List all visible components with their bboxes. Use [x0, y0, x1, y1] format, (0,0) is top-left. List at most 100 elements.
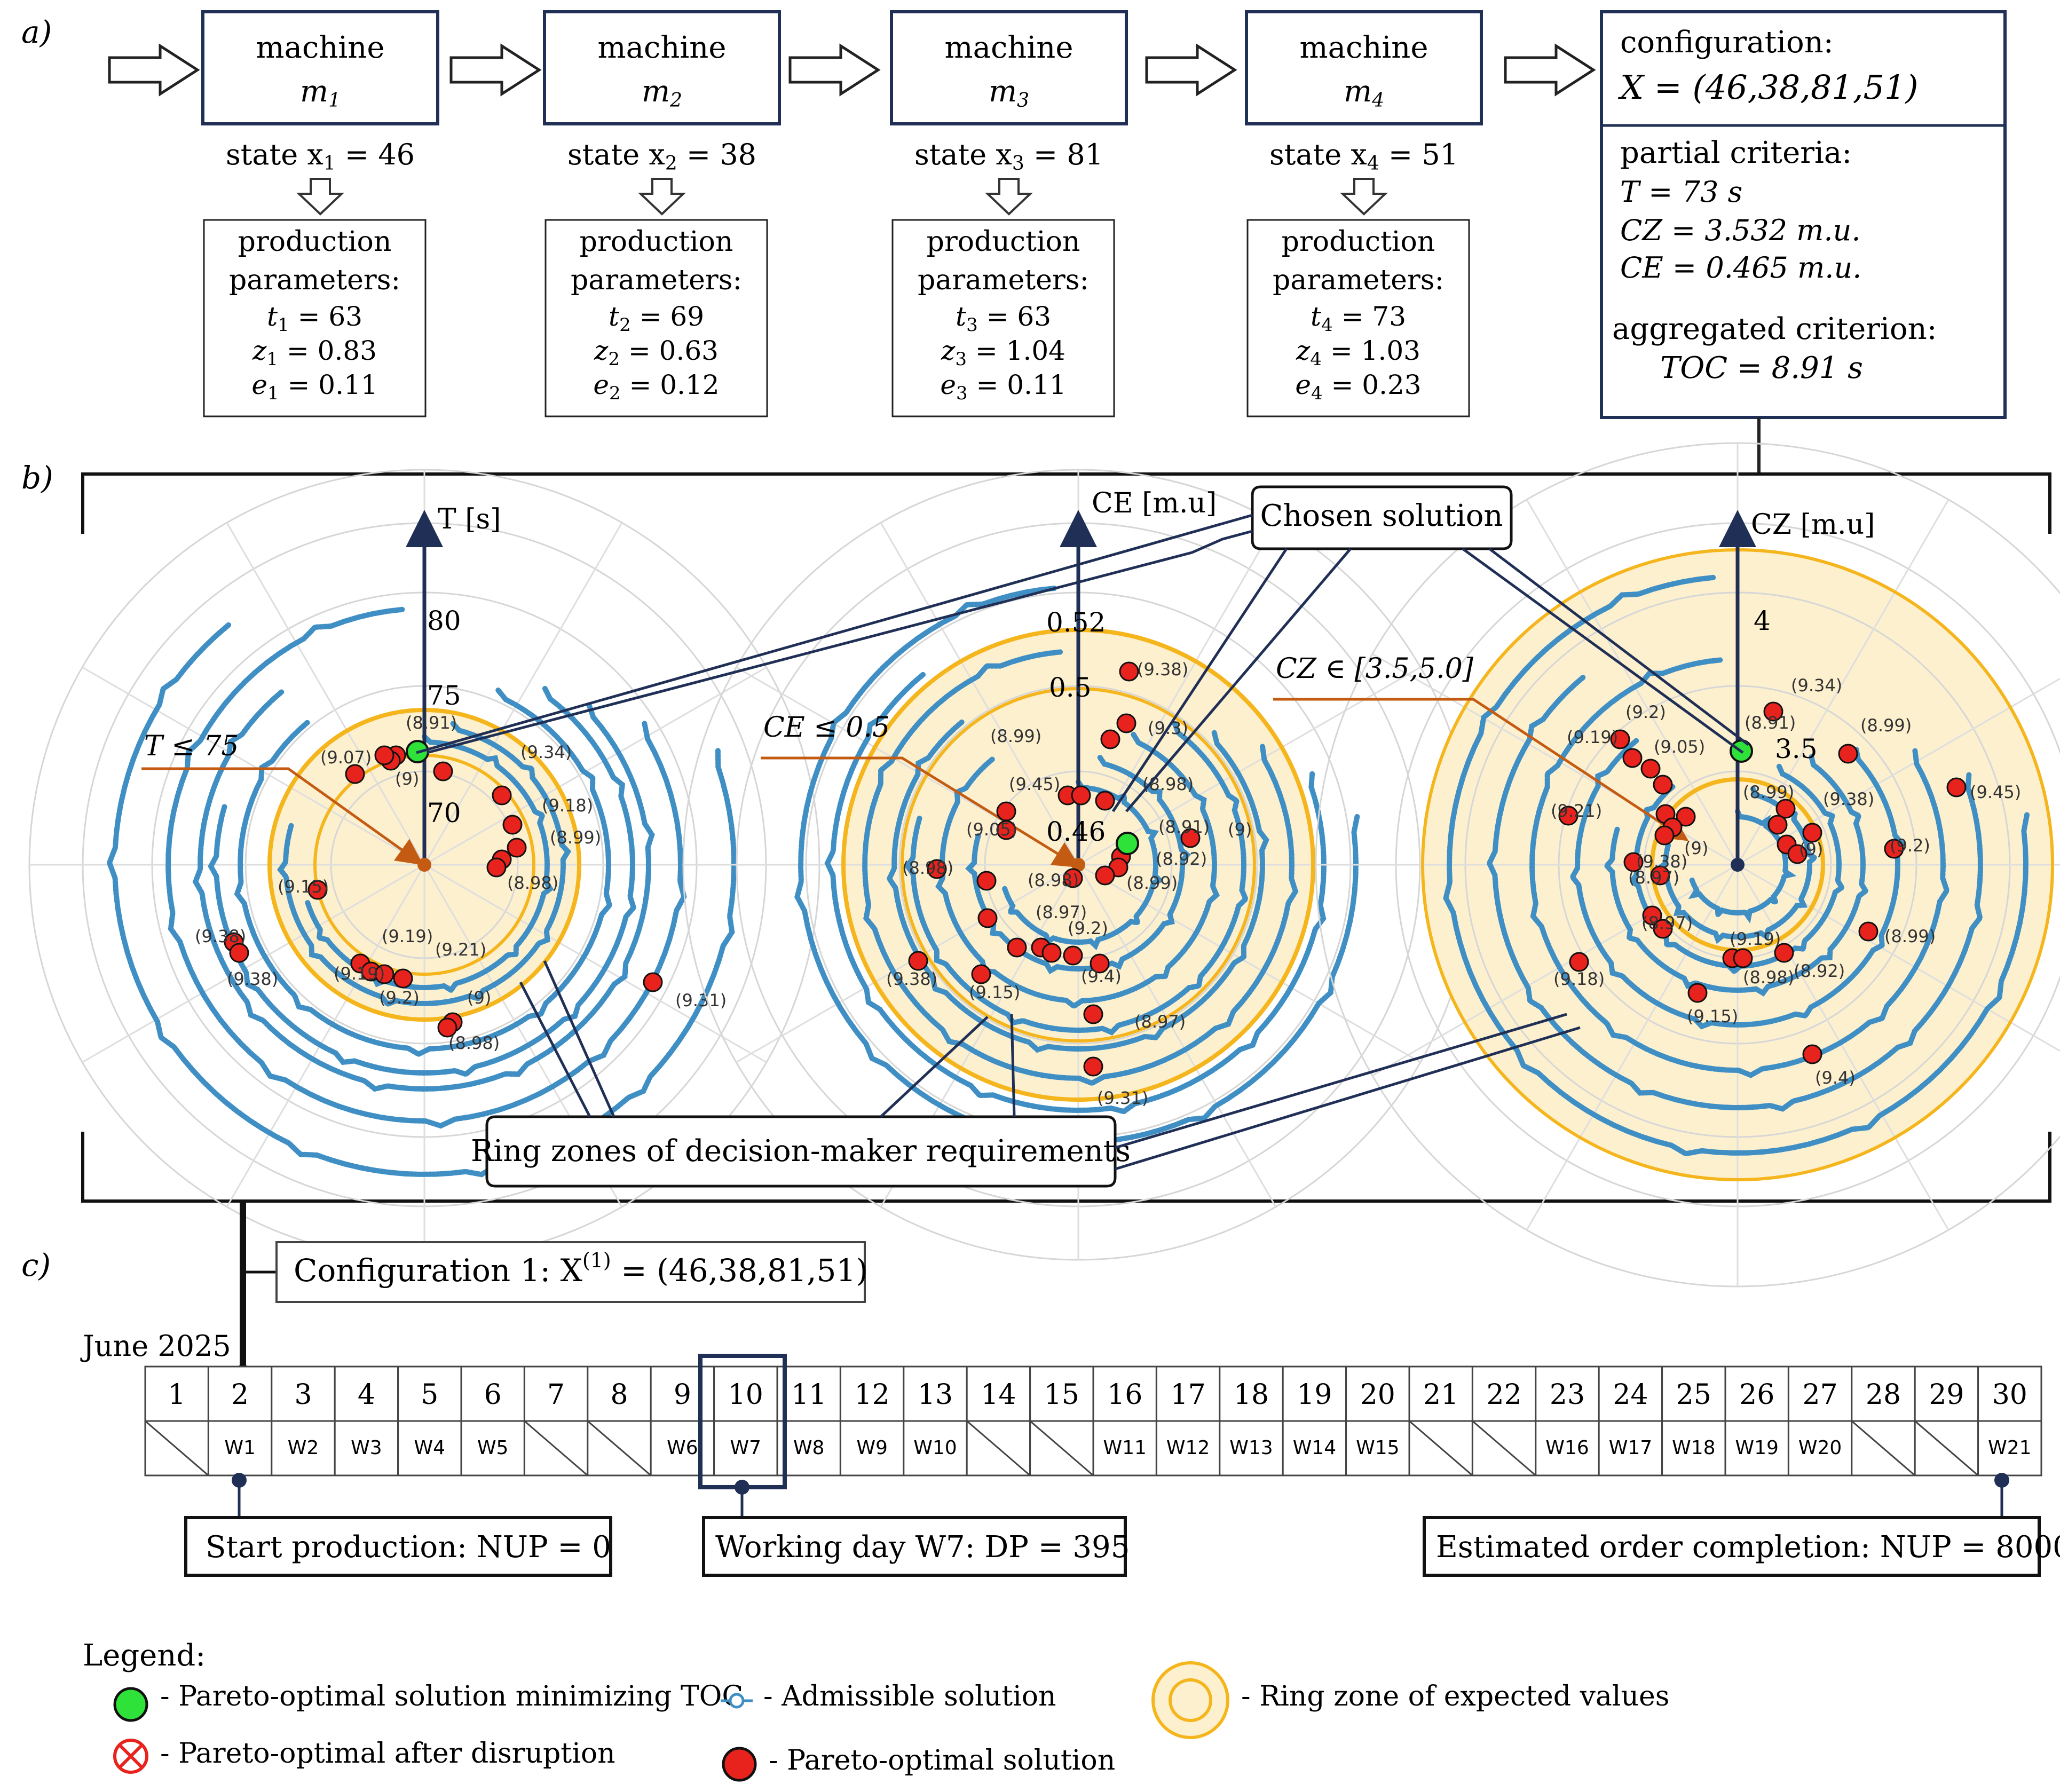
- polar-chart-3: CZ [m.u]43.5CZ ∈ [3.5,5.0](9.34)(9.2)(8.…: [1273, 442, 2060, 1288]
- pareto-point: [1802, 1044, 1822, 1064]
- production-subtitle: parameters:: [1273, 264, 1444, 296]
- workday-label: W15: [1356, 1437, 1399, 1459]
- down-arrow-icon: [637, 178, 686, 216]
- non-working-day-slash: [524, 1420, 588, 1477]
- pareto-point: [1095, 791, 1115, 811]
- production-param: t3 = 63: [956, 301, 1051, 336]
- pareto-label: (9.19): [1567, 727, 1618, 747]
- pareto-point: [1100, 729, 1120, 749]
- day-cell-6: 6W5: [460, 1365, 525, 1477]
- day-number: 11: [791, 1379, 826, 1411]
- pareto-label: (8.99): [1743, 782, 1794, 802]
- production-subtitle: parameters:: [229, 264, 400, 296]
- admissible-spiral: [904, 721, 1249, 1036]
- pareto-label: (8.91): [1158, 817, 1210, 837]
- pareto-label: (9.19): [334, 964, 385, 984]
- pareto-label: (9.15): [278, 877, 329, 897]
- workday-label: W12: [1166, 1437, 1210, 1459]
- legend-green-text: - Pareto-optimal solution minimizing TOC: [160, 1680, 743, 1712]
- tick-label: 0.52: [1046, 607, 1106, 638]
- down-arrow-icon: [984, 178, 1033, 216]
- production-subtitle: parameters:: [918, 264, 1089, 296]
- pareto-label: (9.15): [969, 982, 1020, 1002]
- day-number: 20: [1360, 1379, 1395, 1411]
- panel-b-bracket-top: [81, 472, 2051, 534]
- pareto-point: [307, 880, 328, 900]
- aggregated-title: aggregated criterion:: [1612, 312, 1937, 346]
- pareto-point: [502, 815, 523, 835]
- production-title: production: [580, 226, 733, 258]
- pareto-label: (9.2): [1068, 918, 1108, 938]
- admissible-spiral: [862, 649, 1299, 1086]
- pareto-label: (8.99): [990, 726, 1041, 746]
- pareto-point: [1071, 785, 1091, 806]
- production-param: e3 = 0.11: [940, 369, 1066, 404]
- admissible-spiral: [1529, 657, 1950, 1078]
- pareto-label: (8.98): [1743, 967, 1794, 988]
- pareto-point: [1858, 921, 1879, 942]
- pareto-point: [1116, 713, 1136, 733]
- config-label-sup: (1): [582, 1249, 611, 1272]
- legend-ring-icon: [1151, 1661, 1229, 1739]
- working-day-label: Working day W7: DP = 395: [715, 1530, 1130, 1565]
- pareto-label: (9.2): [1890, 835, 1930, 856]
- day-number: 30: [1992, 1379, 2027, 1411]
- pareto-point: [345, 764, 365, 784]
- pareto-label: (8.92): [1156, 849, 1207, 869]
- grid-spoke: [1526, 499, 1739, 865]
- workday-label: W5: [477, 1437, 509, 1459]
- day-cell-29: 29: [1914, 1365, 1979, 1477]
- pareto-label: (9.21): [435, 940, 486, 960]
- day-number: 15: [1044, 1379, 1079, 1411]
- config-label-text: Configuration 1: X: [294, 1252, 583, 1289]
- constraint-arrow: [761, 756, 1080, 868]
- admissible-spiral: [1486, 674, 1983, 1112]
- pareto-label: (8.92): [1794, 961, 1845, 981]
- machine-title: machine: [944, 30, 1073, 65]
- grid-spoke: [424, 666, 767, 866]
- pareto-point: [1119, 661, 1139, 682]
- pareto-label: (8.99): [1860, 715, 1912, 736]
- pareto-point: [374, 745, 394, 765]
- day-number: 5: [421, 1379, 438, 1411]
- pareto-label: (9): [1799, 839, 1823, 859]
- machine-id: m1: [300, 74, 341, 112]
- flow-arrow-2: [449, 43, 542, 97]
- pareto-point: [1787, 844, 1808, 864]
- polar-center: [1731, 858, 1745, 872]
- machine-title: machine: [1299, 30, 1428, 65]
- flow-arrows: [108, 43, 1596, 97]
- constraint-arrow: [1273, 698, 1689, 841]
- pareto-point: [1180, 828, 1201, 848]
- grid-spoke: [424, 864, 767, 1063]
- order-completion-label: Estimated order completion: NUP = 8000: [1436, 1530, 2060, 1565]
- pareto-label: (8.91): [1745, 713, 1796, 733]
- pareto-label: (9.18): [542, 795, 593, 816]
- day-number: 25: [1676, 1379, 1711, 1411]
- pareto-label: (9.4): [1081, 966, 1122, 986]
- pareto-point: [1063, 868, 1083, 888]
- machine-state: state x4 = 51: [1269, 138, 1458, 175]
- day-cell-1: 1: [144, 1365, 209, 1477]
- workday-label: W1: [224, 1437, 256, 1459]
- pareto-label: (9.21): [1551, 801, 1602, 821]
- grid-spoke: [736, 864, 1079, 1063]
- day-number: 23: [1550, 1379, 1585, 1411]
- legend-admissible-icon: [721, 1693, 753, 1709]
- panel-label-c: c): [21, 1247, 51, 1283]
- admissible-spiral: [794, 585, 1360, 1146]
- day-number: 27: [1803, 1379, 1838, 1411]
- start-production-box: Start production: NUP = 0: [184, 1516, 612, 1577]
- pareto-point: [1802, 823, 1822, 843]
- admissible-spiral: [106, 622, 737, 1178]
- grid-spoke: [226, 522, 425, 865]
- legend-title: Legend:: [83, 1638, 206, 1673]
- day-cell-7: 7: [523, 1365, 589, 1477]
- pareto-point: [1763, 701, 1783, 722]
